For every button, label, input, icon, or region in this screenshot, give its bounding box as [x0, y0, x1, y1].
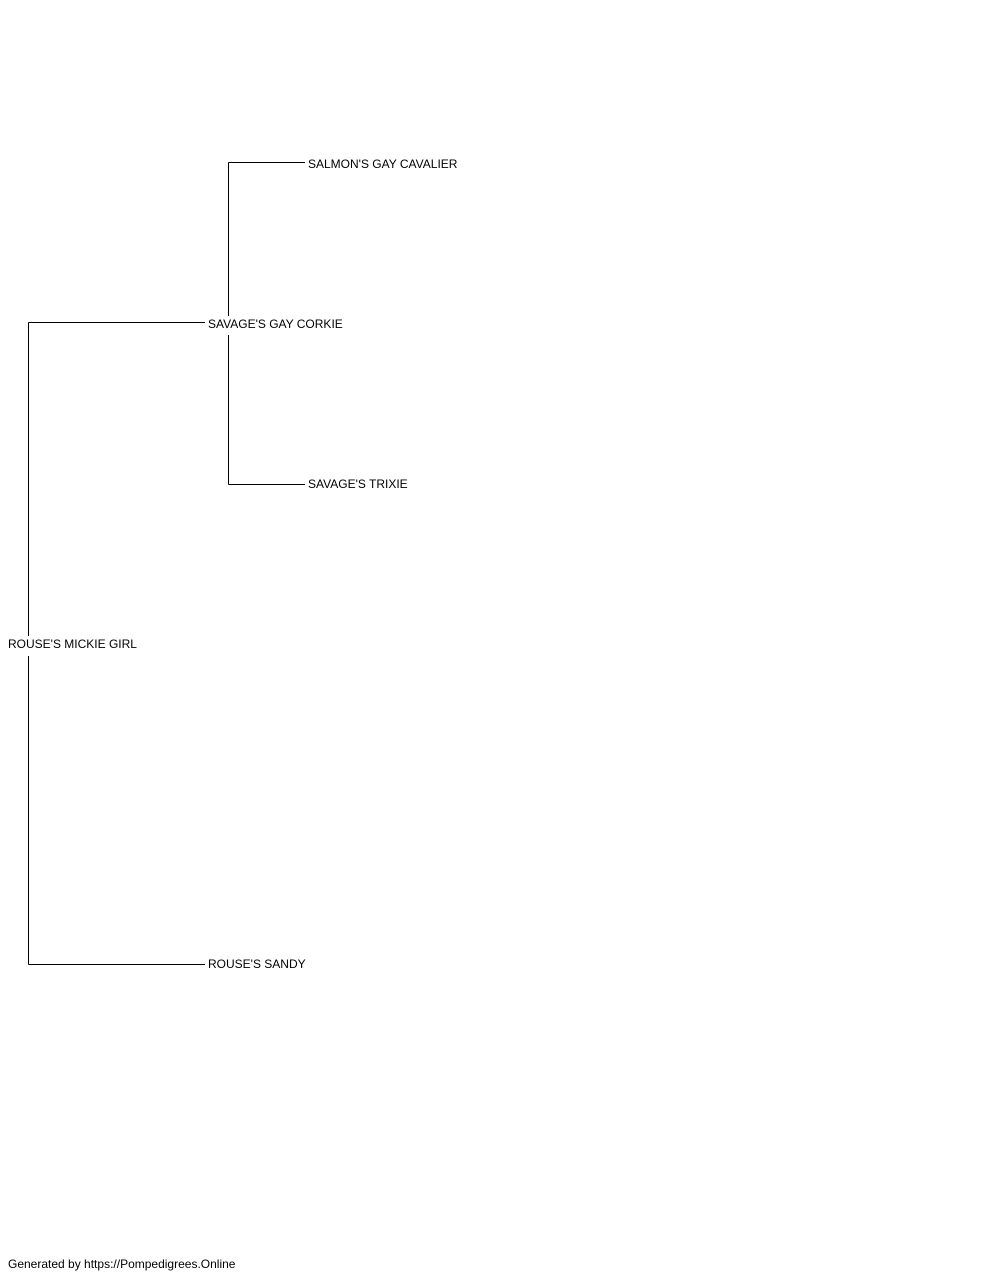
pedigree-node-subject: ROUSE'S MICKIE GIRL — [8, 637, 137, 651]
pedigree-node-sire: SAVAGE'S GAY CORKIE — [208, 317, 343, 331]
pedigree-node-sire-dam: SAVAGE'S TRIXIE — [308, 477, 408, 491]
generated-by-footer: Generated by https://Pompedigrees.Online — [8, 1257, 236, 1271]
pedigree-node-sire-sire: SALMON'S GAY CAVALIER — [308, 157, 458, 171]
pedigree-node-dam: ROUSE'S SANDY — [208, 957, 306, 971]
